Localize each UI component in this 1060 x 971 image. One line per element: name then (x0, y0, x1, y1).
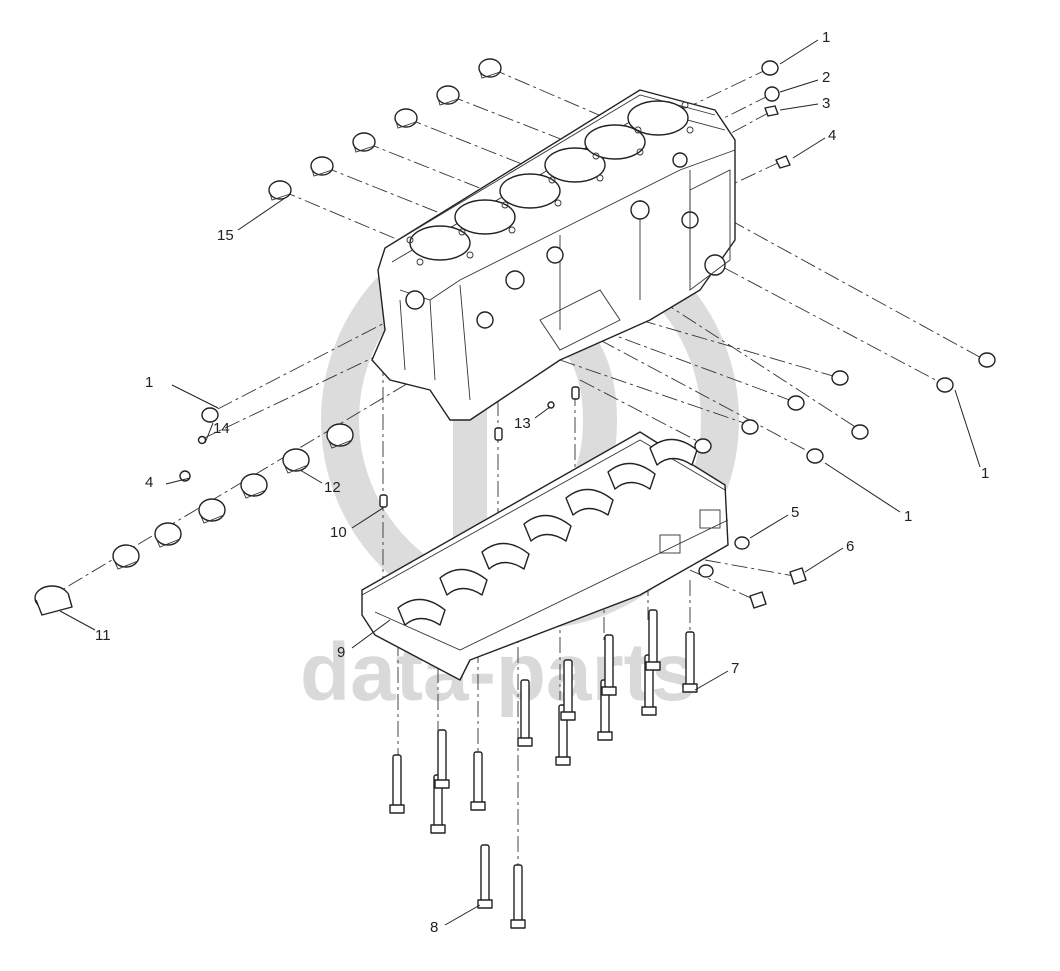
cam-bushings (34, 423, 354, 616)
liner (268, 180, 292, 201)
callout-label: 8 (430, 919, 438, 936)
liner (310, 156, 334, 177)
callout-label: 14 (213, 420, 230, 437)
callout-label: 5 (791, 504, 799, 521)
callout-label: 1 (981, 465, 989, 482)
plugs (179, 60, 996, 482)
bedplate (361, 431, 729, 681)
callout-label: 7 (731, 660, 739, 677)
deck-bolt-holes (406, 101, 694, 266)
callout-label: 15 (217, 227, 234, 244)
cylinder-liners (268, 58, 502, 201)
callout-label: 10 (330, 524, 347, 541)
callout-label: 9 (337, 644, 345, 661)
callout-label: 1 (904, 508, 912, 525)
leader-lines (59, 39, 981, 926)
liner (394, 108, 418, 129)
callout-label: 1 (145, 374, 153, 391)
callout-label: 13 (514, 415, 531, 432)
main-bearing-bolts (389, 609, 698, 929)
callout-label: 4 (828, 127, 836, 144)
callout-label: 6 (846, 538, 854, 555)
liner (352, 132, 376, 153)
callout-label: 2 (822, 69, 830, 86)
callout-label: 1 (822, 29, 830, 46)
callout-label: 11 (95, 627, 111, 644)
callout-label: 4 (145, 474, 153, 491)
liner (436, 85, 460, 106)
callout-labels: 1 2 3 4 1 14 4 12 13 10 11 9 15 5 6 7 8 … (95, 29, 989, 936)
dowel-pins (379, 386, 580, 508)
callout-label: 12 (324, 479, 341, 496)
cylinder-block (371, 89, 736, 421)
flanged-bushing (34, 585, 73, 616)
seals-and-plugs (698, 536, 807, 609)
liner (478, 58, 502, 79)
callout-label: 3 (822, 95, 830, 112)
